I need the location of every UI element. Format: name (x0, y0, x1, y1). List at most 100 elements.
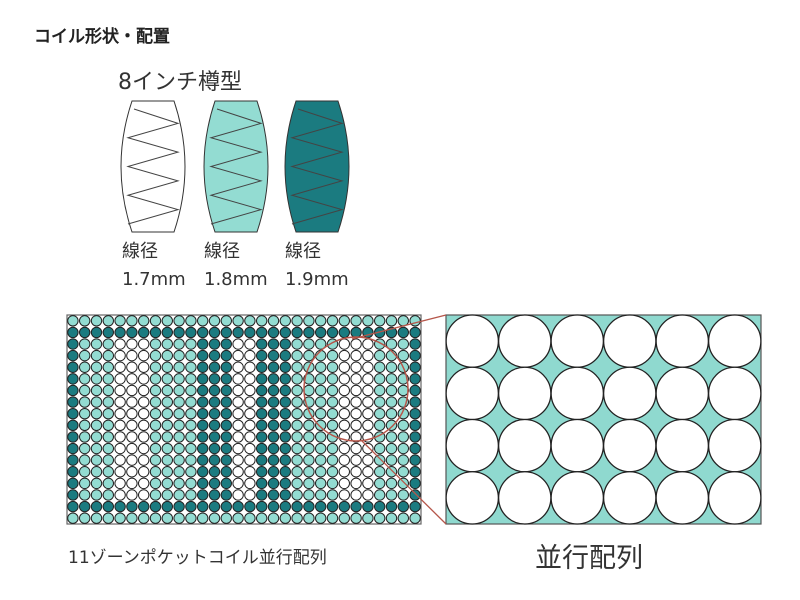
coil-cell (362, 349, 374, 362)
coil-cell (126, 466, 138, 478)
coil-cell (114, 361, 126, 373)
coil-cell (114, 396, 126, 408)
coil-cell (267, 373, 280, 385)
coil-cell (173, 512, 185, 524)
coil-cell (267, 512, 280, 524)
coil-cell (173, 431, 185, 443)
wire-size: 1.7mm (122, 269, 186, 290)
coil-cell (326, 500, 339, 513)
coil-cell (137, 500, 150, 513)
coil-cell (255, 384, 268, 397)
coil-cell (161, 338, 174, 350)
coil-cell (67, 315, 79, 327)
coil-cell (149, 361, 162, 373)
coil-cell (326, 349, 339, 362)
coil-cell (409, 477, 421, 490)
coil-cell (137, 489, 150, 501)
coil-cell (255, 431, 268, 443)
coil-cell (244, 407, 256, 420)
coil-cell (90, 431, 103, 443)
coil-cell (220, 419, 233, 432)
coil-cell (255, 315, 268, 327)
coil-cell (67, 373, 79, 385)
coil-cell (196, 407, 209, 420)
coil-cell (303, 326, 315, 339)
coil-cell (149, 477, 162, 490)
coil-cell (137, 315, 150, 327)
coil-cell (362, 361, 374, 373)
coil-cell (397, 477, 410, 490)
detail-coil (602, 471, 657, 525)
coil-cell (373, 384, 386, 397)
coil-cell (196, 512, 209, 524)
coil-cell (397, 489, 410, 501)
coil-cell (267, 384, 280, 397)
coil-barrels (120, 100, 350, 233)
coil-cell (78, 466, 91, 478)
coil-cell (114, 384, 126, 397)
coil-cell (90, 384, 103, 397)
coil-cell (185, 315, 197, 327)
detail-coil (497, 314, 552, 368)
coil-cell (78, 396, 91, 408)
coil-cell (114, 454, 126, 466)
coil-cell (126, 315, 138, 327)
coil-cell (326, 419, 339, 432)
coil-cell (173, 338, 185, 350)
coil-cell (267, 338, 280, 350)
coil-cell (409, 466, 421, 478)
coil-cell (385, 442, 398, 455)
detail-coil (655, 471, 710, 525)
coil-cell (161, 477, 174, 490)
coil-cell (244, 396, 256, 408)
coil-cell (255, 477, 268, 490)
coil-cell (338, 442, 351, 455)
coil-cell (397, 512, 410, 524)
coil-cell (208, 466, 221, 478)
detail-coil (602, 314, 657, 368)
coil-cell (338, 512, 351, 524)
coil-cell (173, 489, 185, 501)
coil-cell (196, 338, 209, 350)
coil-cell (102, 338, 115, 350)
detail-coil (497, 418, 552, 473)
coil-cell (126, 384, 138, 397)
coil-cell (232, 442, 244, 455)
coil-cell (279, 396, 292, 408)
coil-cell (208, 477, 221, 490)
coil-cell (385, 384, 398, 397)
coil-cell (338, 373, 351, 385)
coil-cell (279, 442, 292, 455)
coil-cell (137, 466, 150, 478)
coil-cell (397, 326, 410, 339)
coil-cell (126, 454, 138, 466)
coil-cell (78, 373, 91, 385)
coil-cell (244, 500, 256, 513)
coil-cell (149, 373, 162, 385)
coil-cell (67, 431, 79, 443)
coil-cell (397, 454, 410, 466)
coil-cell (350, 338, 362, 350)
coil-cell (149, 431, 162, 443)
spring-icon (209, 108, 263, 225)
coil-cell (161, 396, 174, 408)
coil-cell (220, 396, 233, 408)
coil-cell (409, 419, 421, 432)
coil-cell (373, 396, 386, 408)
coil-cell (255, 512, 268, 524)
coil-cell (185, 419, 197, 432)
coil-cell (362, 315, 374, 327)
coil-cell (326, 489, 339, 501)
coil-cell (350, 442, 362, 455)
detail-coil (550, 314, 605, 368)
coil-cell (338, 500, 351, 513)
coil-cell (244, 419, 256, 432)
coil-cell (161, 373, 174, 385)
coil-cell (279, 466, 292, 478)
coil-cell (279, 500, 292, 513)
coil-cell (314, 512, 327, 524)
coil-cell (291, 489, 303, 501)
coil-cell (244, 361, 256, 373)
coil-cell (102, 349, 115, 362)
coil-cell (90, 407, 103, 420)
